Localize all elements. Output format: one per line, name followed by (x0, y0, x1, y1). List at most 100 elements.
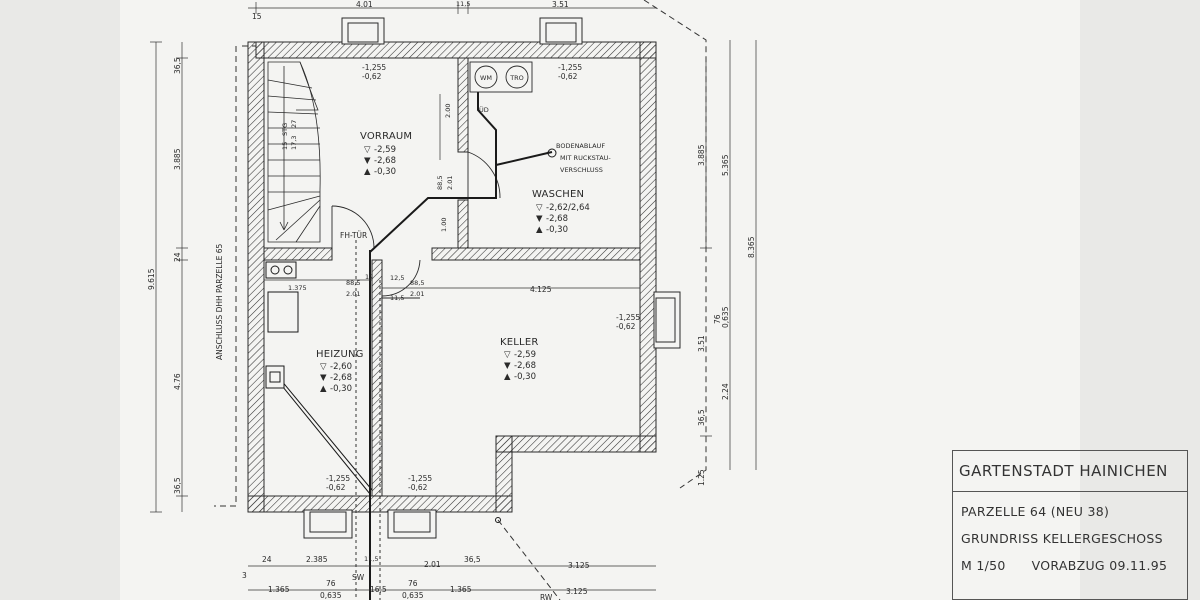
dimension-lines (150, 2, 757, 591)
svg-text:3.125: 3.125 (568, 561, 590, 570)
svg-text:76: 76 (713, 314, 722, 324)
room-keller: KELLER -2,59 -2,68 -0,30 ▽▼▲ (500, 337, 539, 382)
svg-text:-0,30: -0,30 (374, 167, 396, 177)
wall-wash-lower (457, 199, 469, 249)
wall-top (255, 41, 657, 59)
svg-text:-1,255: -1,255 (558, 63, 582, 72)
room-heizung: HEIZUNG -2,60 -2,68 -0,30 ▽▼▲ (316, 349, 363, 394)
svg-text:-2,68: -2,68 (546, 214, 568, 224)
svg-text:MIT RUCKSTAU-: MIT RUCKSTAU- (560, 154, 611, 162)
room-name-keller: KELLER (500, 337, 539, 348)
scale-text: M 1/50 (961, 558, 1006, 573)
svg-text:11,5: 11,5 (364, 555, 378, 563)
rw-label: RW (540, 593, 553, 600)
svg-text:▲: ▲ (504, 372, 511, 382)
svg-text:0,635: 0,635 (721, 306, 730, 328)
svg-text:▲: ▲ (364, 167, 371, 177)
svg-text:2.01: 2.01 (424, 560, 441, 569)
svg-text:-2,68: -2,68 (514, 361, 536, 371)
svg-text:2.00: 2.00 (444, 104, 452, 118)
svg-text:-1,255: -1,255 (362, 63, 386, 72)
svg-text:▼: ▼ (364, 156, 371, 166)
status-text: VORABZUG 09.11.95 (1031, 558, 1168, 573)
svg-text:0,635: 0,635 (402, 591, 424, 600)
svg-text:88,5: 88,5 (346, 279, 360, 287)
wm-label: WM (480, 74, 492, 82)
svg-text:-2,68: -2,68 (330, 373, 352, 383)
svg-text:▼: ▼ (320, 373, 327, 383)
svg-text:-0,62: -0,62 (616, 322, 636, 331)
appliances (469, 61, 533, 93)
svg-text:4.76: 4.76 (173, 373, 182, 390)
svg-text:-2,60: -2,60 (330, 362, 352, 372)
wall-right (639, 41, 657, 453)
svg-text:▲: ▲ (536, 225, 543, 235)
svg-text:36,5: 36,5 (464, 555, 481, 564)
svg-text:-1,255: -1,255 (616, 313, 640, 322)
wall-wash-upper (457, 57, 469, 153)
svg-text:11,5: 11,5 (390, 294, 404, 302)
svg-text:88,5: 88,5 (410, 279, 424, 287)
svg-text:36,5: 36,5 (697, 409, 706, 426)
svg-text:1.00: 1.00 (440, 218, 448, 232)
svg-text:-0,62: -0,62 (558, 72, 578, 81)
svg-text:2.01: 2.01 (346, 290, 360, 298)
svg-text:9.615: 9.615 (147, 268, 156, 290)
neighbor-label: ANSCHLUSS DHH PARZELLE 65 (215, 243, 224, 360)
svg-text:2.385: 2.385 (306, 555, 328, 564)
dimension-texts: 15 4.01 11,5 3.51 36,5 3.885 24 4.76 36,… (147, 0, 756, 600)
wall-heating-partition (371, 259, 383, 497)
svg-text:-0,30: -0,30 (330, 384, 352, 394)
fh-door-label: FH-TÜR (340, 231, 367, 240)
svg-text:1.365: 1.365 (450, 585, 472, 594)
dryer-icon (505, 65, 529, 89)
svg-text:27: 27 (290, 120, 298, 128)
svg-text:0,635: 0,635 (320, 591, 342, 600)
walls (247, 41, 657, 513)
svg-text:1.375: 1.375 (288, 284, 307, 292)
svg-text:2.01: 2.01 (446, 176, 454, 190)
svg-text:2.01: 2.01 (410, 290, 424, 298)
parcel-line: PARZELLE 64 (NEU 38) (961, 504, 1110, 519)
svg-text:-2,62/2,64: -2,62/2,64 (546, 203, 590, 213)
svg-text:-2,68: -2,68 (374, 156, 396, 166)
svg-text:3.885: 3.885 (173, 148, 182, 170)
room-vorraum: VORRAUM -2,59 -2,68 -0,30 ▽▼▲ (360, 131, 412, 177)
svg-text:3.51: 3.51 (552, 0, 569, 9)
svg-text:4.01: 4.01 (356, 0, 373, 9)
floor-drain-label: BODENABLAUF (556, 142, 605, 150)
svg-text:▽: ▽ (364, 145, 371, 155)
pipes (369, 84, 553, 600)
svg-text:-0,62: -0,62 (362, 72, 382, 81)
svg-text:▲: ▲ (320, 384, 327, 394)
windows (303, 17, 681, 539)
room-name-vorraum: VORRAUM (360, 131, 412, 142)
svg-text:3.125: 3.125 (566, 587, 588, 596)
svg-text:▽: ▽ (536, 203, 543, 213)
washing-machine-icon (474, 65, 498, 89)
floor-plan: WM TRO ÜD VORRAUM -2,59 -2,68 -0,30 ▽▼▲ (147, 0, 757, 600)
svg-text:12: 12 (365, 273, 373, 281)
room-waschen: WASCHEN -2,62/2,64 -2,68 -0,30 ▽▼▲ (532, 189, 590, 235)
wall-inner-mid-left (263, 247, 333, 261)
svg-text:11,5: 11,5 (456, 0, 470, 8)
svg-text:12,5: 12,5 (390, 274, 404, 282)
doors (331, 151, 501, 299)
staircase (267, 61, 321, 243)
ud-label: ÜD (479, 105, 489, 114)
door-fh-swing (331, 205, 375, 249)
svg-text:5.365: 5.365 (721, 154, 730, 176)
stair-labels: 15 STG 17,3 27 (281, 120, 298, 150)
svg-text:76: 76 (408, 579, 418, 588)
svg-text:-0,30: -0,30 (546, 225, 568, 235)
drawing-name: GRUNDRISS KELLERGESCHOSS (961, 531, 1163, 546)
svg-text:1.25: 1.25 (697, 469, 706, 486)
svg-text:-0,62: -0,62 (408, 483, 428, 492)
svg-text:▼: ▼ (504, 361, 511, 371)
svg-text:24: 24 (173, 252, 182, 262)
project-title: GARTENSTADT HAINICHEN (953, 451, 1187, 492)
svg-text:76: 76 (326, 579, 336, 588)
sw-label: SW (352, 573, 365, 582)
wall-notch-horizontal (495, 435, 657, 453)
svg-text:VERSCHLUSS: VERSCHLUSS (560, 166, 603, 174)
